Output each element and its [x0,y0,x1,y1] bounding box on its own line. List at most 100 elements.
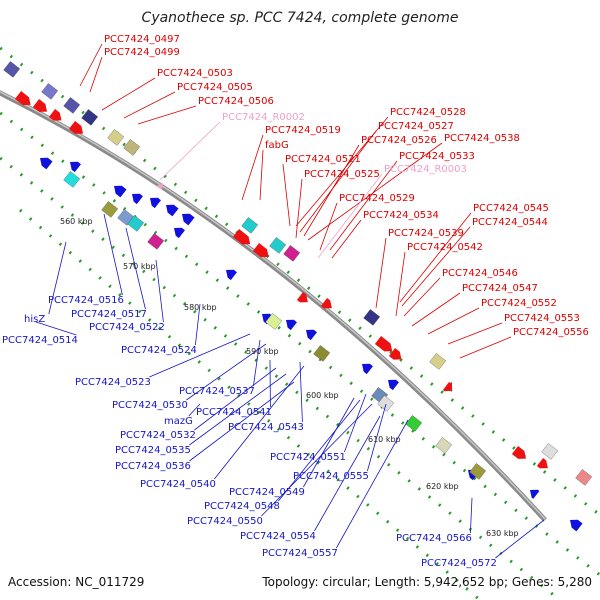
gene-box [3,61,21,78]
leader-line [125,227,146,310]
genome-summary-text: Topology: circular; Length: 5,942,652 bp… [261,575,592,589]
leader-line [303,144,360,237]
reverse-gene-label[interactable]: PCC7424_0549 [229,487,305,498]
leader-line [367,403,387,472]
leader-line [299,361,303,423]
forward-gene-label[interactable]: PCC7424_0534 [363,210,439,221]
leader-line [253,339,261,387]
gene-box [81,109,99,126]
forward-gene-label[interactable]: PCC7424_0505 [177,82,253,93]
leader-line [261,403,373,517]
reverse-gene-label[interactable]: PCC7424_0566 [396,533,472,544]
reverse-gene-label[interactable]: PCC7424_0516 [48,295,124,306]
forward-gene-label[interactable]: PCC7424_0544 [472,217,548,228]
reverse-gene-arrow [166,204,179,217]
leader-line [299,130,377,233]
gene-box [107,129,125,146]
reverse-gene-label[interactable]: mazG [164,416,193,427]
forward-gene-label[interactable]: PCC7424_0526 [361,135,437,146]
leader-line [188,403,201,417]
leader-line [159,121,221,181]
reverse-gene-label[interactable]: PCC7424_0541 [196,407,272,418]
forward-gene-label[interactable]: PCC7424_0499 [104,47,180,58]
reverse-gene-label[interactable]: hisZ [24,314,45,325]
reverse-gene-arrow [150,197,161,209]
forward-gene-label[interactable]: PCC7424_0527 [378,121,454,132]
rna-gene-marker [156,183,163,190]
forward-gene-label[interactable]: PCC7424_0528 [390,107,466,118]
rna-gene-label[interactable]: PCC7424_R0003 [384,164,467,175]
leader-line [79,43,103,87]
leader-line [241,134,264,201]
forward-gene-label[interactable]: PCC7424_0547 [462,283,538,294]
leader-line [123,91,176,119]
reverse-gene-label[interactable]: PCC7424_0557 [262,548,338,559]
leader-line [401,226,471,307]
forward-gene-label[interactable]: PCC7424_0552 [481,298,557,309]
reverse-gene-label[interactable]: PCC7424_0554 [240,531,316,542]
rna-gene-label[interactable]: PCC7424_R0002 [222,112,305,123]
forward-gene-label[interactable]: PCC7424_0529 [339,193,415,204]
reverse-gene-label[interactable]: PCC7424_0517 [71,309,147,320]
leader-line [48,241,67,315]
forward-gene-label[interactable]: PCC7424_0556 [513,327,589,338]
forward-gene-label[interactable]: PCC7424_0538 [444,133,520,144]
gene-features [3,61,593,532]
gene-box [575,469,593,486]
reverse-gene-label[interactable]: PCC7424_0543 [228,422,304,433]
reverse-gene-arrow [530,489,540,499]
forward-gene-label[interactable]: PCC7424_0525 [304,169,380,180]
gene-box [127,215,145,232]
forward-gene-label[interactable]: PCC7424_0521 [285,154,361,165]
reverse-gene-label[interactable]: PCC7424_0535 [115,445,191,456]
forward-gene-label[interactable]: PCC7424_0497 [104,34,180,45]
leader-line [427,307,480,335]
reverse-gene-label[interactable]: PCC7424_0555 [293,471,369,482]
forward-gene-label[interactable]: PCC7424_0542 [407,242,483,253]
forward-gene-label[interactable]: PCC7424_0519 [265,125,341,136]
forward-gene-label[interactable]: PCC7424_0506 [198,96,274,107]
forward-gene-label[interactable]: PCC7424_0545 [473,203,549,214]
gene-box [101,201,119,218]
leader-line [399,212,472,303]
reverse-gene-label[interactable]: PCC7424_0523 [75,377,151,388]
leader-line [195,303,201,346]
reverse-gene-label[interactable]: PCC7424_0514 [2,335,78,346]
kbp-tick-label: 600 kbp [306,391,339,400]
forward-gene-label[interactable]: PCC7424_0533 [399,151,475,162]
reverse-gene-label[interactable]: PCC7424_0572 [421,558,497,569]
reverse-gene-label[interactable]: PCC7424_0522 [89,322,165,333]
leader-line [470,497,473,534]
reverse-gene-label[interactable]: PCC7424_0536 [115,461,191,472]
forward-gene-label[interactable]: PCC7424_0539 [388,228,464,239]
reverse-gene-label[interactable]: PCC7424_0550 [187,516,263,527]
leader-line [459,336,512,359]
gene-box [147,233,165,250]
forward-gene-arrow [232,229,251,245]
forward-gene-arrow [48,109,62,121]
gene-box [123,139,141,156]
reverse-gene-label[interactable]: PCC7424_0532 [120,430,196,441]
leader-line [89,56,103,93]
reverse-gene-label[interactable]: PCC7424_0551 [270,452,346,463]
kbp-tick-label: 560 kbp [60,217,93,226]
reverse-gene-label[interactable]: PCC7424_0524 [121,345,197,356]
reverse-gene-label[interactable]: PCC7424_0537 [179,386,255,397]
gene-box [63,97,81,114]
reverse-gene-label[interactable]: PCC7424_0548 [204,501,280,512]
forward-gene-label[interactable]: PCC7424_0553 [504,313,580,324]
reverse-gene-arrow [182,213,195,226]
forward-gene-label[interactable]: fabG [265,140,289,151]
reverse-gene-arrow [570,519,583,532]
leader-line [495,519,545,559]
accession-text: Accession: NC_011729 [8,575,144,589]
leader-line [336,419,409,549]
reverse-gene-label[interactable]: PCC7424_0530 [112,400,188,411]
reverse-gene-label[interactable]: PCC7424_0540 [140,479,216,490]
forward-gene-label[interactable]: PCC7424_0546 [442,268,518,279]
forward-gene-label[interactable]: PCC7424_0503 [157,68,233,79]
leader-line [303,397,355,488]
reverse-gene-arrow [388,379,399,391]
